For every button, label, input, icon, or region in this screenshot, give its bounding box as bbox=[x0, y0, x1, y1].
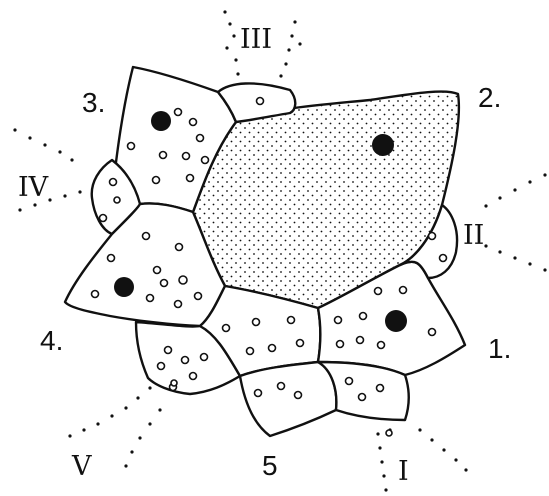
granule-top-small bbox=[257, 98, 264, 105]
label-cell-5: 5 bbox=[262, 450, 278, 481]
label-region-III: III bbox=[240, 24, 272, 55]
label-region-IV: IV bbox=[18, 172, 49, 203]
cell-5 bbox=[240, 362, 336, 436]
nucleus-3 bbox=[151, 111, 171, 131]
granule-stray-2 bbox=[386, 430, 392, 436]
label-cell-2: 2. bbox=[478, 82, 501, 113]
ray-II bbox=[484, 173, 546, 271]
ray-I bbox=[376, 428, 467, 491]
label-region-V: V bbox=[71, 451, 92, 482]
label-cell-4: 4. bbox=[40, 325, 63, 356]
label-cell-1: 1. bbox=[488, 333, 511, 364]
label-region-I: I bbox=[398, 456, 409, 487]
nucleus-1 bbox=[385, 310, 407, 332]
label-cell-3: 3. bbox=[82, 87, 105, 118]
granule-stray-1 bbox=[171, 380, 177, 386]
label-region-II: II bbox=[463, 220, 484, 251]
nucleus-2 bbox=[372, 134, 394, 156]
nucleus-4 bbox=[114, 277, 134, 297]
